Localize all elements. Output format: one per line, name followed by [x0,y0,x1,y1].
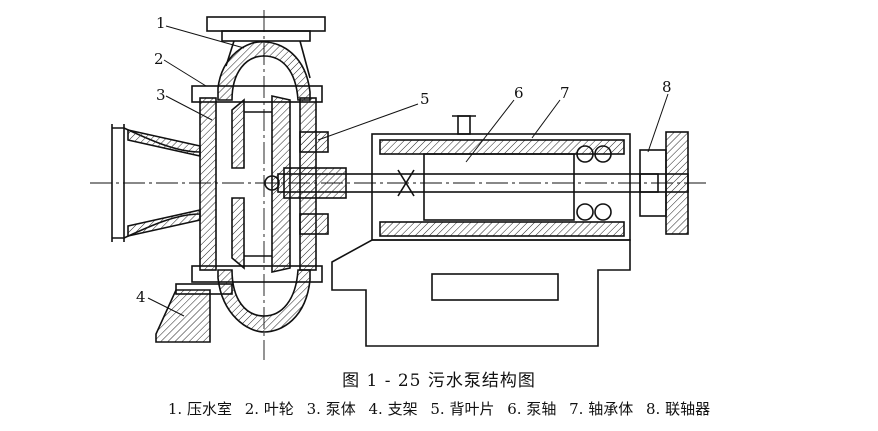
legend-item: 1. 压水室 [167,400,232,418]
legend-item: 3. 泵体 [306,400,356,418]
legend-item: 7. 轴承体 [569,400,634,418]
legend-item: 6. 泵轴 [507,400,557,418]
callout-1: 1 [156,14,166,32]
legend-item: 4. 支架 [368,400,418,418]
callout-6: 6 [514,84,524,102]
callout-4: 4 [136,288,146,306]
bearing-housing [371,115,631,241]
back-vane [299,131,329,153]
suction-inlet [111,124,201,242]
figure-caption: 图 1 - 25 污水泵结构图 [342,371,536,391]
figure-legend: 1. 压水室 2. 叶轮 3. 泵体 4. 支架 5. 背叶片 6. 泵轴 7.… [0,398,878,419]
coupling [639,131,689,235]
impeller [231,95,291,273]
callout-8: 8 [662,78,672,96]
callout-7: 7 [560,84,570,102]
pump-shaft [277,167,659,199]
callout-numbers: 1 2 3 4 5 6 7 8 [136,14,672,306]
legend-item: 5. 背叶片 [430,400,495,418]
legend-item: 2. 叶轮 [244,400,294,418]
callout-2: 2 [154,50,164,68]
callout-5: 5 [420,90,430,108]
callout-3: 3 [156,86,166,104]
legend-item: 8. 联轴器 [646,400,711,418]
leader-lines [147,25,669,317]
